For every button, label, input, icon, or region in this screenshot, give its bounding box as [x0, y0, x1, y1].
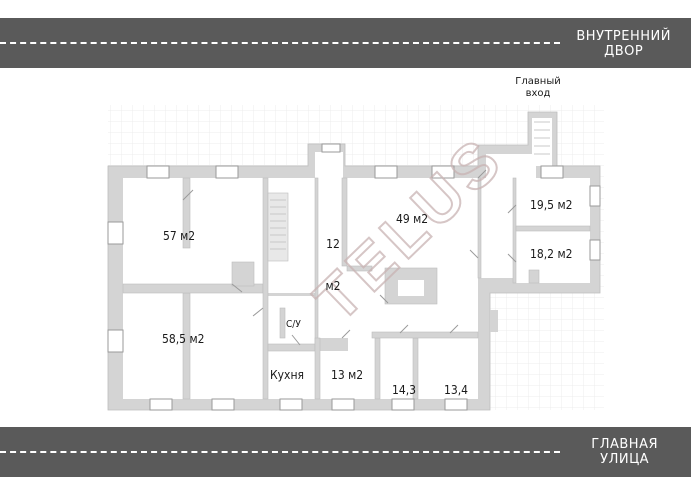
- room-floors: [123, 118, 590, 399]
- room-12-label: 12 м2: [322, 209, 344, 307]
- room-13-label: 13 м2: [331, 368, 364, 382]
- room-12-line2: м2: [325, 279, 341, 293]
- inner-courtyard-label: ВНУТРЕННИЙ ДВОР: [576, 29, 671, 59]
- main-entrance-line2: вход: [525, 88, 551, 99]
- main-street-band: ГЛАВНАЯ УЛИЦА: [0, 427, 691, 477]
- main-street-label-line2: УЛИЦА: [600, 452, 650, 467]
- stairs: [270, 121, 550, 250]
- inner-courtyard-band: ВНУТРЕННИЙ ДВОР: [0, 18, 691, 68]
- doors: [182, 169, 517, 346]
- room-18-label: 18,2 м2: [530, 247, 573, 261]
- kitchen-label: Кухня: [270, 368, 304, 382]
- room-49-label: 49 м2: [396, 212, 429, 226]
- room-19-label: 19,5 м2: [530, 198, 573, 212]
- wc-label: С/У: [286, 319, 301, 330]
- room-12-line1: 12: [326, 237, 340, 251]
- inner-courtyard-label-line2: ДВОР: [604, 44, 644, 59]
- room-57-label: 57 м2: [163, 229, 196, 243]
- road-dash-line: [0, 451, 560, 453]
- windows: [107, 143, 601, 411]
- main-entrance-label: Главный вход: [512, 76, 564, 100]
- main-street-label-line1: ГЛАВНАЯ: [591, 437, 658, 452]
- room-13-4-line1: 13,4: [443, 383, 469, 397]
- main-street-label: ГЛАВНАЯ УЛИЦА: [591, 437, 658, 467]
- main-entrance-line1: Главный: [515, 76, 561, 87]
- partition-walls: [122, 177, 591, 400]
- room-14-line1: 14,3: [391, 383, 417, 397]
- room-58-label: 58,5 м2: [162, 332, 205, 346]
- inner-courtyard-label-line1: ВНУТРЕННИЙ: [576, 29, 671, 44]
- road-dash-line: [0, 42, 560, 44]
